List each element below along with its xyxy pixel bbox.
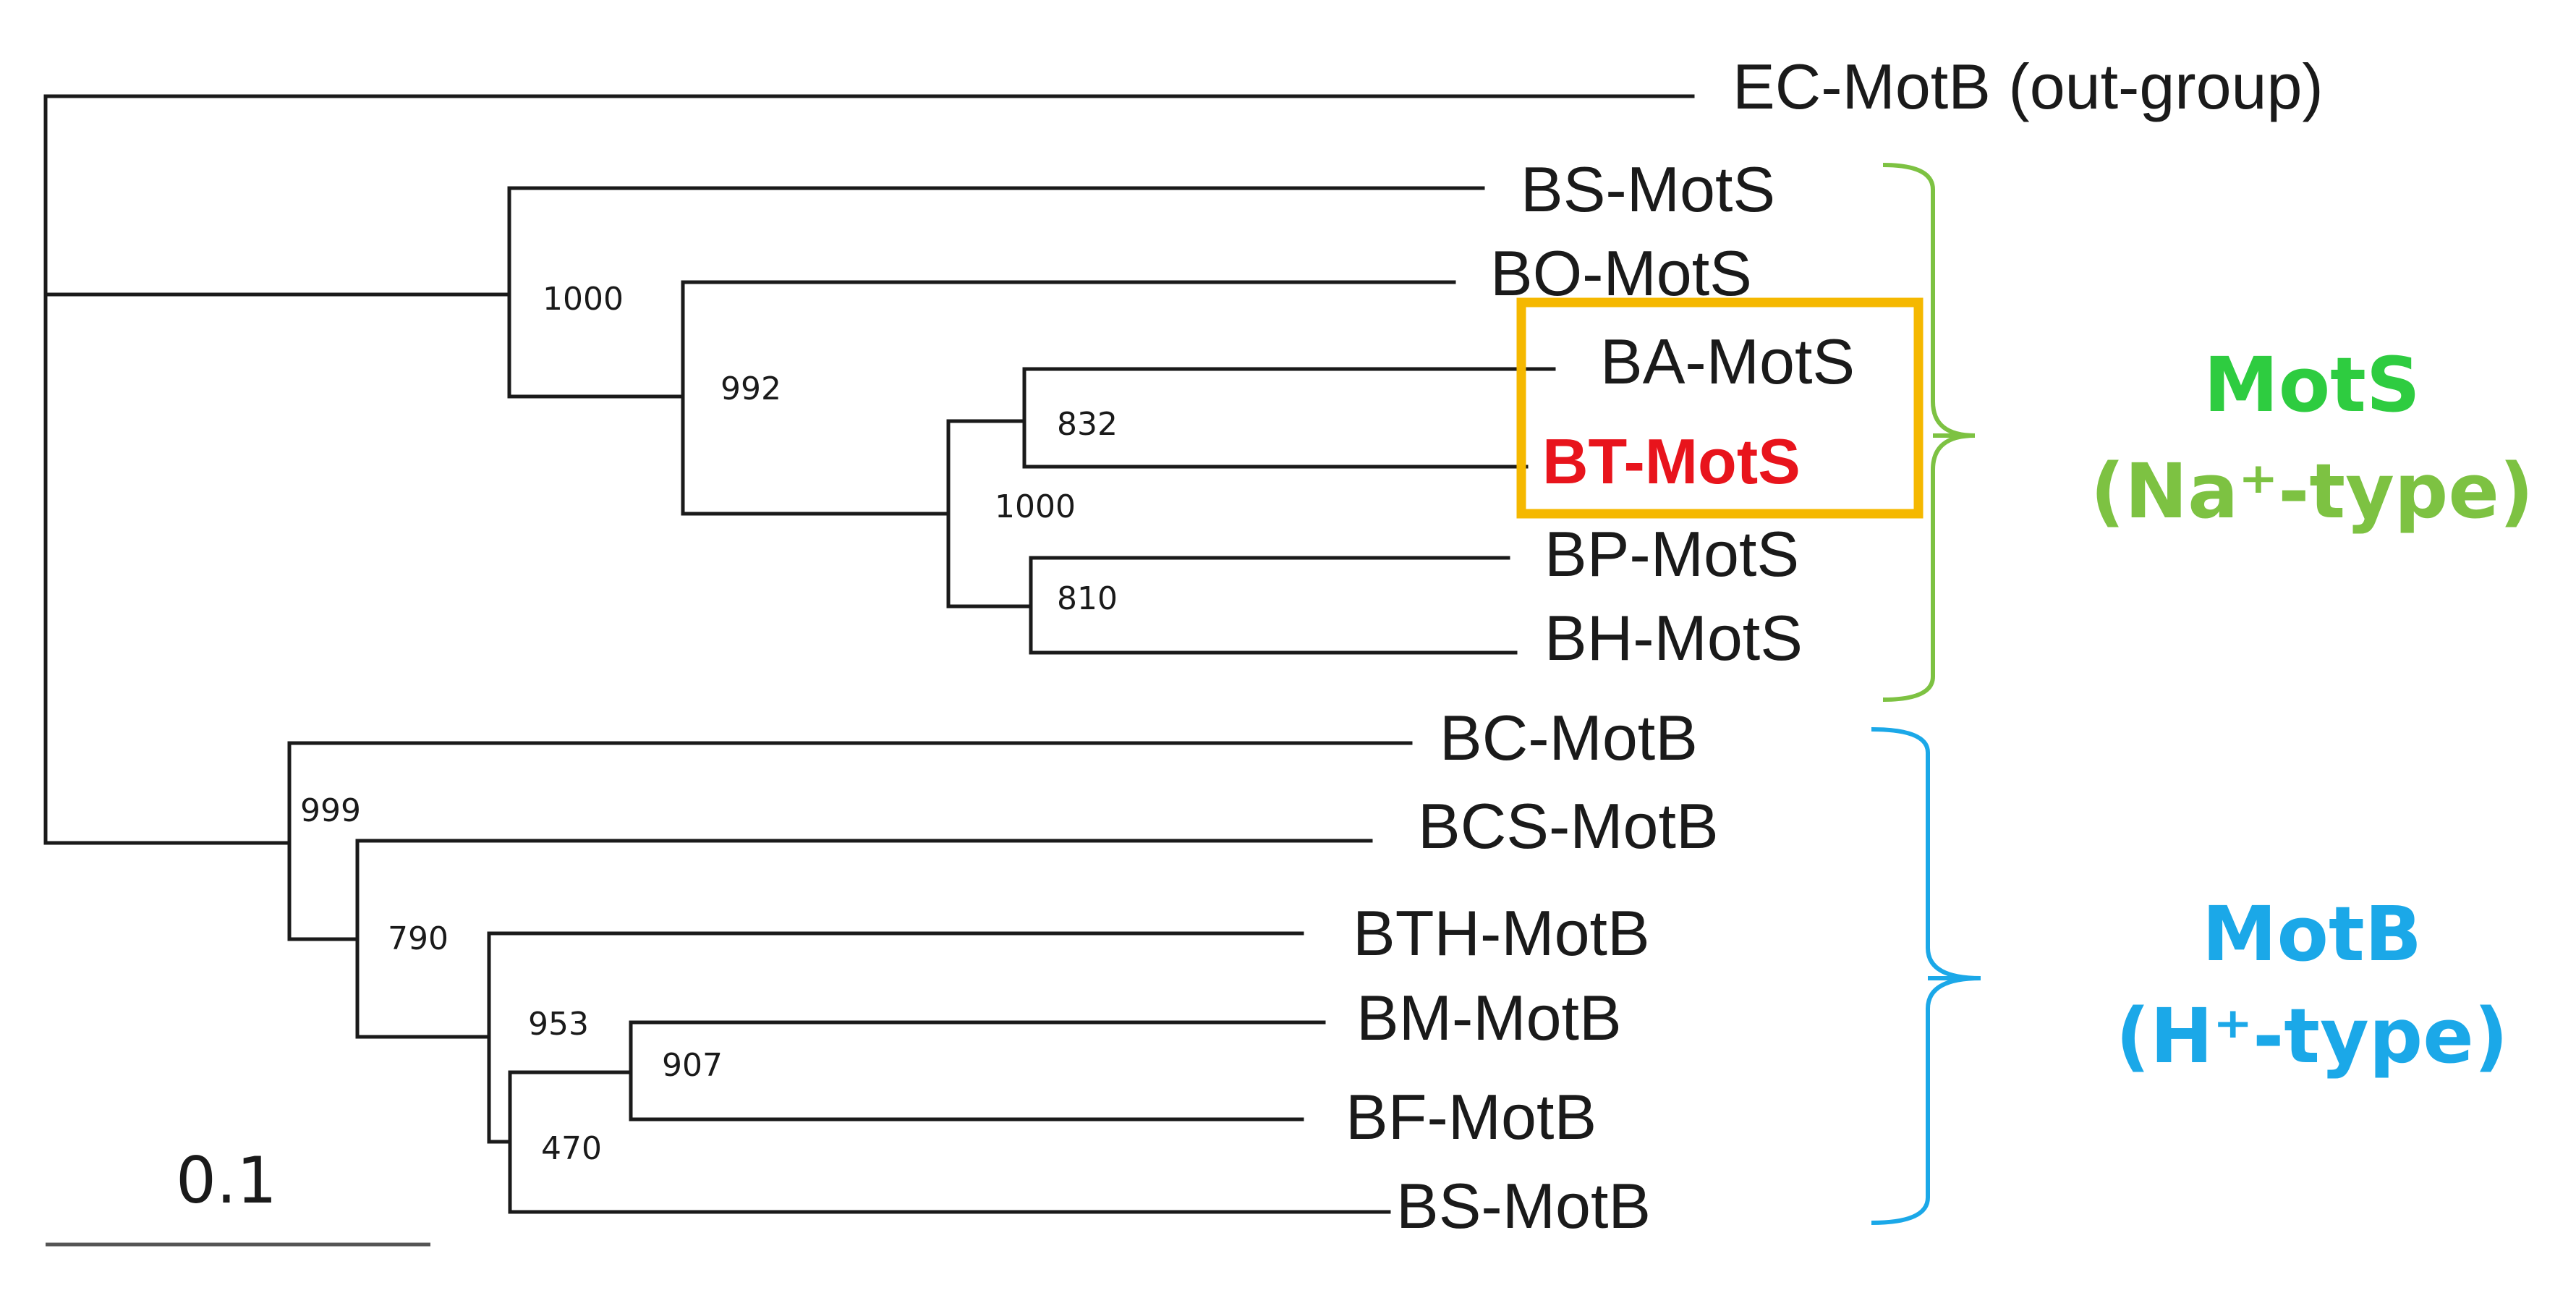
bootstrap-ba-bp-node: 1000 [995,488,1076,525]
bootstrap-bp-bh-node: 810 [1057,580,1118,617]
leaf-bs-motb: BS-MotB [1396,1170,1651,1242]
bootstrap-motb-root: 999 [300,792,361,829]
scale-bar-label: 0.1 [176,1143,277,1218]
highlight-box [1516,297,1924,519]
mots-bracket [1882,163,1976,702]
bootstrap-bth-node: 953 [528,1006,589,1043]
leaf-bc-motb: BC-MotB [1440,702,1698,773]
leaf-labels: EC-MotB (out-group) BS-MotS BO-MotS BA-M… [1346,51,2324,1242]
leaf-bt-mots-highlighted: BT-MotS [1542,425,1801,497]
bootstrap-bo-node: 992 [720,370,781,407]
bootstrap-bm-bf-node: 907 [662,1047,723,1084]
bootstrap-values: 1000 992 832 1000 810 999 790 953 907 47… [300,281,1118,1167]
leaf-bcs-motb: BCS-MotB [1418,790,1719,862]
bootstrap-ba-bt-node: 832 [1057,406,1118,443]
mots-group-title: MotS [2203,341,2420,429]
tree-branches [43,94,1695,1214]
outgroup-label: EC-MotB (out-group) [1733,51,2324,122]
bootstrap-bs-node: 470 [541,1130,602,1167]
leaf-bf-motb: BF-MotB [1346,1081,1597,1153]
leaf-ba-mots: BA-MotS [1600,326,1855,397]
leaf-bs-mots: BS-MotS [1521,153,1775,225]
mots-group-subtitle: (Na⁺-type) [2091,447,2534,535]
bootstrap-bcs-node: 790 [388,920,449,957]
motb-group-title: MotB [2202,890,2422,978]
leaf-bh-mots: BH-MotS [1544,602,1803,674]
leaf-bm-motb: BM-MotB [1356,982,1622,1053]
leaf-bo-mots: BO-MotS [1490,237,1752,309]
leaf-bth-motb: BTH-MotB [1353,897,1650,969]
leaf-bp-mots: BP-MotS [1544,518,1799,590]
motb-group-subtitle: (H⁺-type) [2116,992,2509,1080]
bootstrap-mots-root: 1000 [543,281,624,318]
